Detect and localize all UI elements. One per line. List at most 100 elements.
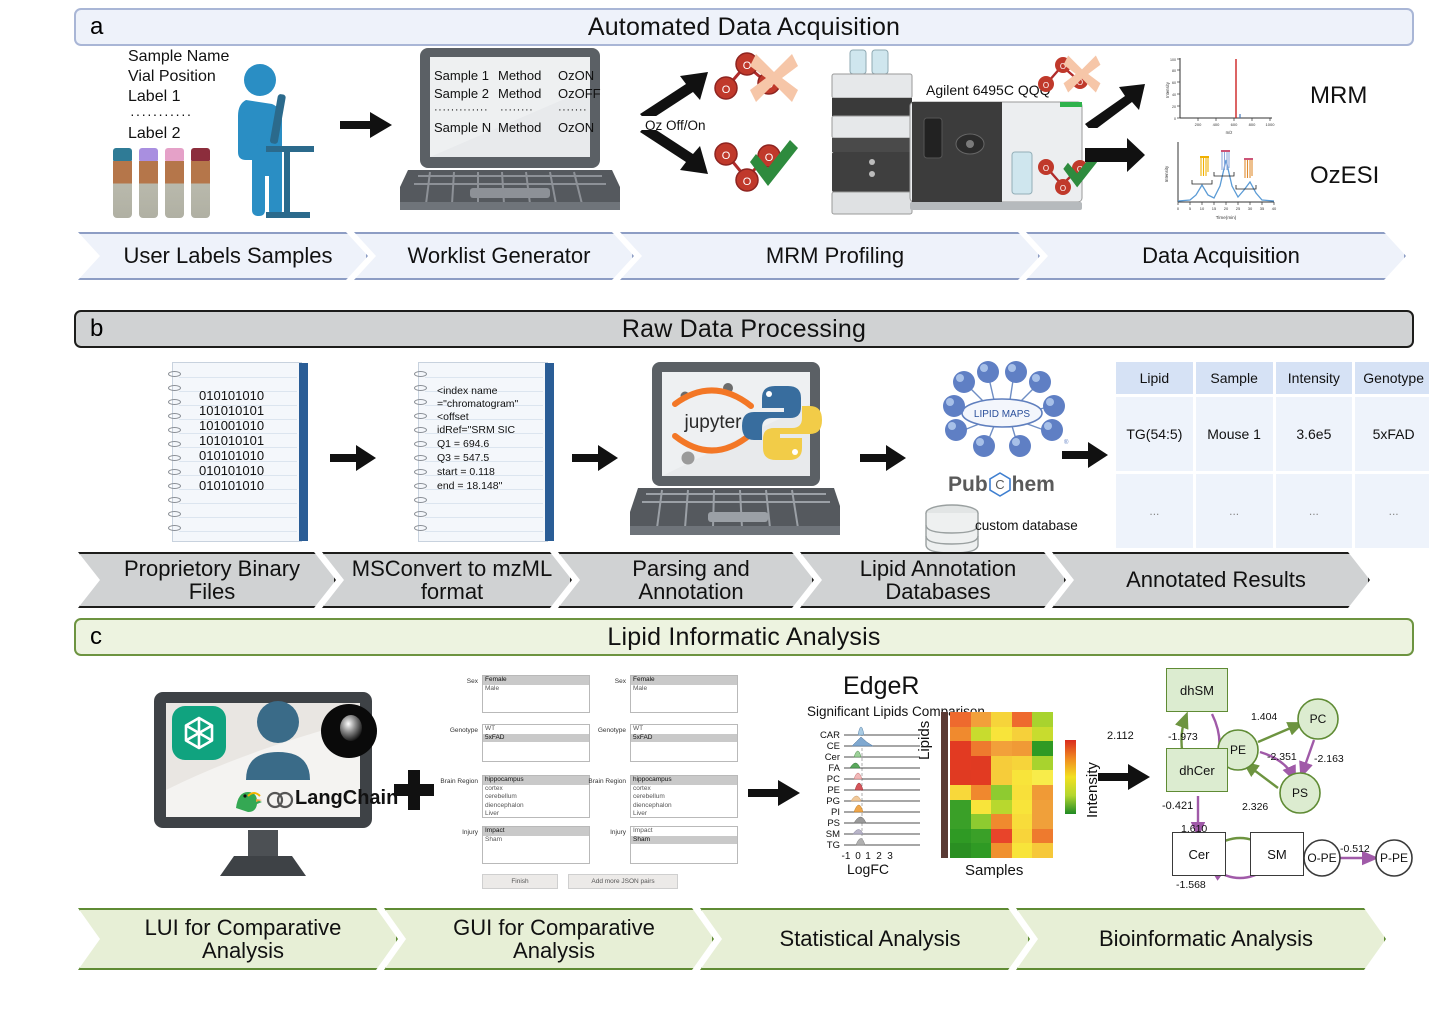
step-msconvert-to-mzml-format[interactable]: MSConvert to mzML format xyxy=(322,552,572,608)
form1-option-brain-1[interactable]: cortex xyxy=(485,784,503,792)
mrm-plot-label: MRM xyxy=(1310,82,1368,109)
form1-option-brain-2[interactable]: cerebellum xyxy=(485,793,517,801)
svg-text:-1.568: -1.568 xyxy=(1176,879,1206,891)
form1-field-sex[interactable]: Female Male xyxy=(482,675,590,713)
form2-option-brain-3[interactable]: diencephalon xyxy=(633,801,672,809)
form2-option-genotype-1[interactable]: 5xFAD xyxy=(631,733,737,743)
table-row: ... xyxy=(1275,474,1353,548)
worklist-row-2-oz: ······· xyxy=(558,104,588,116)
step-label: LUI for Comparative Analysis xyxy=(144,914,342,963)
form2-option-brain-4[interactable]: Liver xyxy=(633,810,648,818)
form2-option-genotype-0[interactable]: WT xyxy=(633,725,644,732)
form1-field-genotype[interactable]: WT 5xFAD xyxy=(482,724,590,762)
form2-option-sex-0[interactable]: Female xyxy=(631,676,737,685)
flow-arrow-b1 xyxy=(330,445,376,471)
flow-arrow-b4 xyxy=(1062,442,1108,468)
svg-text:TG: TG xyxy=(827,840,840,851)
form1-label-injury: Injury xyxy=(462,829,478,836)
heatmap-ylabel: Lipids xyxy=(916,720,933,760)
instrument-label: Agilent 6495C QQQ xyxy=(926,82,1051,98)
form1-option-brain-4[interactable]: Liver xyxy=(485,810,500,818)
worklist-row-3-sample: Sample N xyxy=(434,120,492,135)
svg-text:O: O xyxy=(1043,81,1049,90)
worklist-row-3-oz: OzON xyxy=(558,120,595,135)
form1-option-brain-0[interactable]: hippocampus xyxy=(483,776,589,785)
svg-text:800: 800 xyxy=(1249,122,1256,127)
form2-field-brain-region[interactable]: hippocampus cortex cerebellum diencephal… xyxy=(630,775,738,818)
svg-text:30: 30 xyxy=(1248,206,1253,211)
finish-button[interactable]: Finish xyxy=(482,874,558,889)
lc-stack-icon xyxy=(831,49,913,215)
oz-off-arrow xyxy=(640,72,708,116)
node-dhsm: dhSM xyxy=(1166,668,1228,712)
hexagon-icon: C xyxy=(988,472,1011,497)
panel-b-letter: b xyxy=(90,315,104,342)
form2-option-sex-1[interactable]: Male xyxy=(633,684,648,692)
step-parsing-and-annotation[interactable]: Parsing and Annotation xyxy=(558,552,814,608)
step-data-acquisition[interactable]: Data Acquisition xyxy=(1026,232,1406,280)
form1-option-sex-0[interactable]: Female xyxy=(483,676,589,685)
binary-line-4: 010101010 xyxy=(199,448,265,463)
step-label: Bioinformatic Analysis xyxy=(1099,926,1313,952)
panel-c-title: Lipid Informatic Analysis xyxy=(607,622,881,651)
svg-text:P-PE: P-PE xyxy=(1380,851,1408,865)
form2-option-injury-0[interactable]: Impact xyxy=(633,827,653,834)
step-lui-for-comparative-analysis[interactable]: LUI for Comparative Analysis xyxy=(78,908,398,970)
step-worklist-generator[interactable]: Worklist Generator xyxy=(354,232,634,280)
form1-option-brain-3[interactable]: diencephalon xyxy=(485,801,524,809)
svg-text:PS: PS xyxy=(1292,786,1308,800)
step-label: Proprietory Binary Files xyxy=(123,555,301,604)
svg-text:-1: -1 xyxy=(842,851,851,862)
form1-option-genotype-1[interactable]: 5xFAD xyxy=(483,733,589,743)
openai-logo-icon xyxy=(172,706,226,760)
form2-field-genotype[interactable]: WT 5xFAD xyxy=(630,724,738,762)
svg-text:PG: PG xyxy=(826,796,840,807)
add-json-pairs-button[interactable]: Add more JSON pairs xyxy=(568,874,678,889)
step-annotated-results[interactable]: Annotated Results xyxy=(1052,552,1370,608)
intensity-colorbar xyxy=(1065,740,1076,814)
form1-option-injury-0[interactable]: Impact xyxy=(483,827,589,836)
form1-field-injury[interactable]: Impact Sham xyxy=(482,826,590,864)
plus-icon xyxy=(394,770,434,810)
step-lipid-annotation-databases[interactable]: Lipid Annotation Databases xyxy=(800,552,1066,608)
langchain-label: LangChain xyxy=(295,787,399,809)
step-label: Lipid Annotation Databases xyxy=(859,555,1017,604)
lipid-intensity-heatmap xyxy=(950,712,1053,858)
edger-title: EdgeR xyxy=(843,672,920,700)
panel-c-steps-ribbon: LUI for Comparative Analysis GUI for Com… xyxy=(78,908,1414,970)
oz-toggle-label: Oz Off/On xyxy=(645,118,706,133)
custom-database-label: custom database xyxy=(975,518,1078,533)
step-mrm-profiling[interactable]: MRM Profiling xyxy=(620,232,1040,280)
form2-label-injury: Injury xyxy=(610,829,626,836)
step-user-labels-samples[interactable]: User Labels Samples xyxy=(78,232,368,280)
form2-option-brain-0[interactable]: hippocampus xyxy=(631,776,737,785)
form2-field-sex[interactable]: Female Male xyxy=(630,675,738,713)
svg-text:200: 200 xyxy=(1195,122,1202,127)
form2-option-brain-1[interactable]: cortex xyxy=(633,784,651,792)
form2-option-brain-2[interactable]: cerebellum xyxy=(633,793,665,801)
form2-option-injury-1[interactable]: Sham xyxy=(631,835,737,845)
svg-text:O: O xyxy=(1077,165,1083,174)
step-gui-for-comparative-analysis[interactable]: GUI for Comparative Analysis xyxy=(384,908,714,970)
form1-option-sex-1[interactable]: Male xyxy=(485,684,500,692)
svg-text:CE: CE xyxy=(827,741,840,752)
form1-option-injury-1[interactable]: Sham xyxy=(485,835,502,843)
svg-text:0: 0 xyxy=(855,851,861,862)
pubchem-logo: Pub C hem xyxy=(948,472,1055,497)
step-statistical-analysis[interactable]: Statistical Analysis xyxy=(700,908,1030,970)
flow-arrow-b2 xyxy=(572,445,618,471)
vial-4 xyxy=(191,148,210,218)
form1-option-genotype-0[interactable]: WT xyxy=(485,725,496,732)
svg-text:PC: PC xyxy=(1310,712,1327,726)
svg-text:1: 1 xyxy=(865,851,871,862)
step-bioinformatic-analysis[interactable]: Bioinformatic Analysis xyxy=(1016,908,1386,970)
cross-icon-small xyxy=(1063,55,1101,93)
svg-text:400: 400 xyxy=(1213,122,1220,127)
table-header-genotype: Genotype xyxy=(1355,362,1429,394)
svg-text:O: O xyxy=(1077,78,1083,87)
step-proprietory-binary-files[interactable]: Proprietory Binary Files xyxy=(78,552,336,608)
form1-field-brain-region[interactable]: hippocampus cortex cerebellum diencephal… xyxy=(482,775,590,818)
ozesi-chromatogram-chart: 0 5 10 15 20 25 30 35 40 Time(min) Inten… xyxy=(1164,142,1277,220)
form2-field-injury[interactable]: Impact Sham xyxy=(630,826,738,864)
svg-text:CAR: CAR xyxy=(820,730,840,741)
